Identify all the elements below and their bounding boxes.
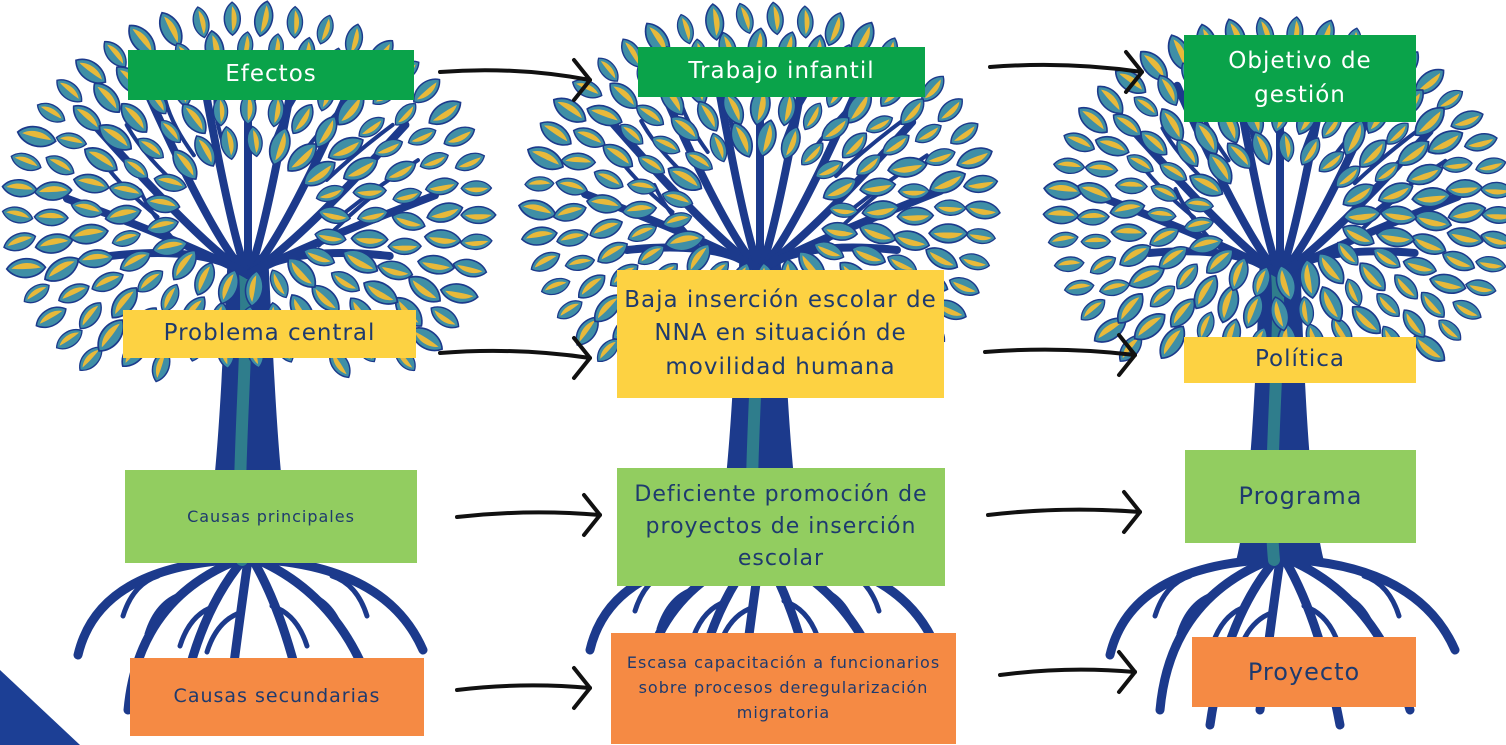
arrow-secondary-to-project bbox=[998, 650, 1137, 694]
project-box: Proyecto bbox=[1192, 637, 1416, 707]
objective-box: Objetivo de gestión bbox=[1184, 35, 1416, 122]
problem-label: Problema central bbox=[123, 310, 416, 358]
main-causes-label: Causas principales bbox=[125, 470, 417, 563]
effect-box: Trabajo infantil bbox=[638, 47, 925, 97]
effects-label: Efectos bbox=[128, 50, 414, 100]
arrow-effects-to-effect bbox=[438, 58, 592, 102]
arrow-effect-to-objective bbox=[988, 50, 1144, 94]
arrow-problem-to-box bbox=[438, 336, 592, 380]
secondary-cause-box: Escasa capacitación a funcionarios sobre… bbox=[611, 633, 956, 744]
problem-box: Baja inserción escolar de NNA en situaci… bbox=[617, 270, 944, 398]
arrow-secondary-to-box bbox=[455, 666, 592, 710]
arrow-causes-to-box bbox=[455, 493, 602, 537]
program-box: Programa bbox=[1185, 450, 1416, 543]
policy-box: Política bbox=[1184, 337, 1416, 383]
corner-triangle bbox=[0, 670, 80, 745]
main-cause-box: Deficiente promoción de proyectos de ins… bbox=[617, 468, 945, 586]
arrow-problem-to-policy bbox=[983, 333, 1137, 377]
arrow-cause-to-program bbox=[986, 490, 1142, 534]
secondary-causes-label: Causas secundarias bbox=[130, 658, 424, 736]
